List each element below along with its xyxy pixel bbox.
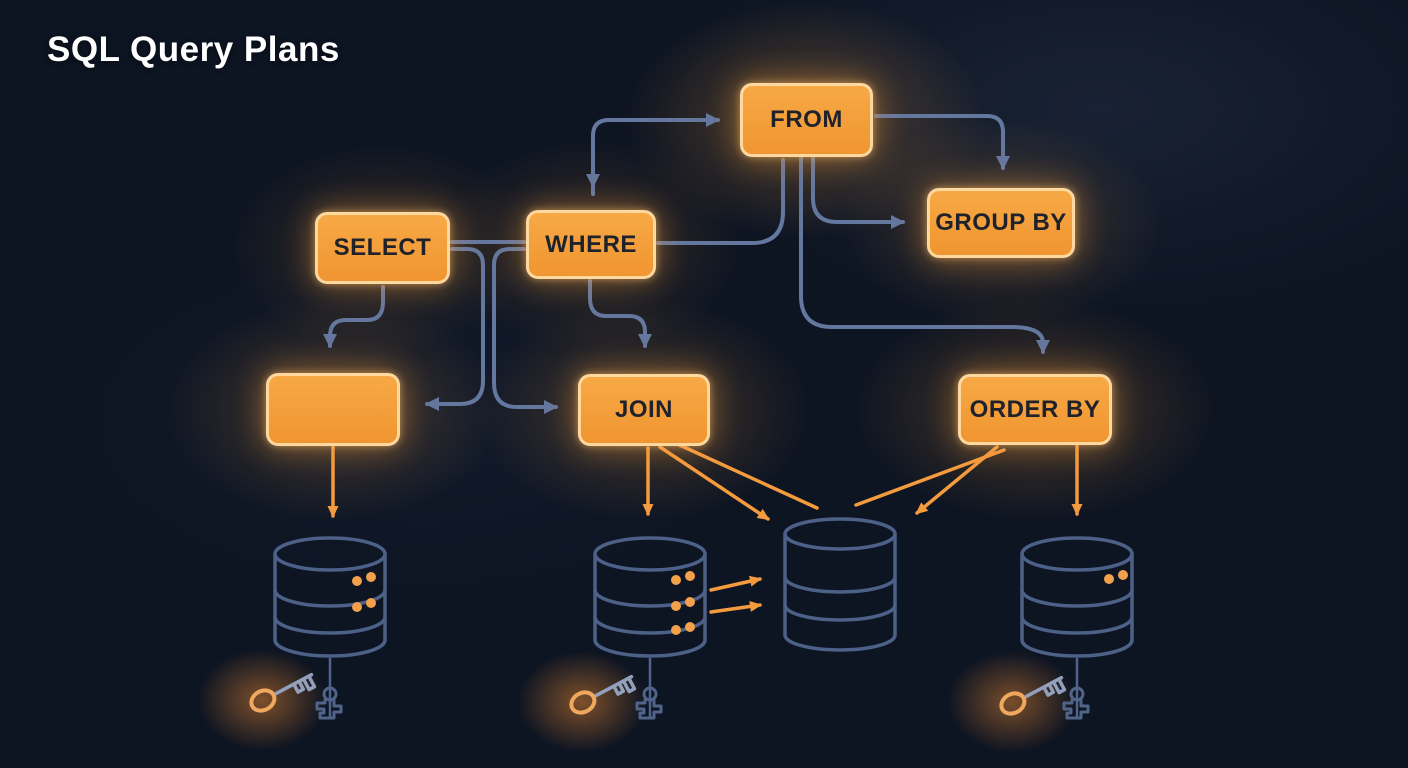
node-from-label: FROM [770, 106, 843, 133]
glowing-key-icon-left [249, 672, 317, 713]
edge-from-to-groupby-top [874, 114, 1010, 170]
page-title: SQL Query Plans [47, 30, 340, 69]
database-right-icon [1020, 536, 1134, 658]
edge-orderby-to-db-center-2 [854, 448, 1006, 507]
edge-from-to-orderby [799, 156, 1050, 354]
edge-where-to-join-top [588, 279, 652, 348]
node-group-by-label: GROUP BY [935, 209, 1067, 236]
node-where-label: WHERE [545, 230, 637, 258]
edge-join-to-db-center-2 [671, 440, 819, 510]
hanging-key-icon-right [1062, 686, 1090, 720]
hanging-key-icon-middle [635, 686, 663, 720]
edge-join-to-db-center-1 [658, 445, 770, 521]
node-select-label: SELECT [333, 234, 432, 261]
glowing-key-icon-right [999, 675, 1067, 716]
edge-select-to-unlabeled-right [425, 247, 485, 411]
hanging-key-icon-left [315, 686, 343, 720]
database-center-icon [783, 517, 897, 652]
glowing-key-icon-middle [569, 674, 637, 715]
edge-where-to-join-left [492, 247, 558, 414]
edge-select-to-unlabeled-top [323, 285, 385, 348]
node-select: SELECT [315, 212, 450, 284]
database-left-icon [273, 536, 387, 658]
edge-from-to-groupby-left [811, 156, 905, 229]
node-where: WHERE [526, 210, 656, 279]
database-row-dots [352, 570, 1128, 635]
node-join: JOIN [578, 374, 710, 446]
database-middle-icon [593, 536, 707, 658]
node-unlabeled [266, 373, 400, 446]
key-strings [328, 658, 1079, 718]
node-order-by-label: ORDER BY [969, 395, 1101, 423]
edge-db-middle-to-db-center-2 [709, 600, 762, 614]
node-join-label: JOIN [614, 396, 673, 423]
edge-elbow-to-from [591, 113, 720, 196]
node-order-by: ORDER BY [958, 374, 1112, 445]
edge-where-to-from [656, 158, 785, 245]
node-group-by: GROUP BY [927, 188, 1075, 258]
edge-db-middle-to-db-center-1 [709, 575, 762, 592]
node-from: FROM [740, 83, 873, 157]
